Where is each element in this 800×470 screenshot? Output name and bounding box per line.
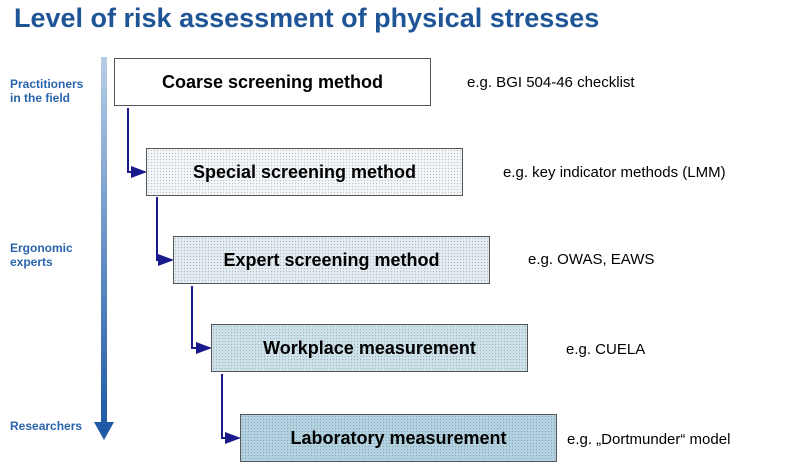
connector-4 <box>221 374 241 444</box>
method-box-workplace-measurement: Workplace measurement <box>211 324 528 372</box>
method-label: Expert screening method <box>223 249 440 270</box>
label-researchers: Researchers <box>10 419 83 433</box>
connector-2 <box>156 197 174 266</box>
method-box-special-screening: Special screening method <box>146 148 463 196</box>
example-special: e.g. key indicator methods (LMM) <box>503 164 726 181</box>
expertise-arrow-head <box>94 422 114 440</box>
label-practitioners: Practitioners in the field <box>10 77 84 105</box>
method-label: Special screening method <box>192 161 417 182</box>
method-box-expert-screening: Expert screening method <box>173 236 490 284</box>
example-workplace: e.g. CUELA <box>566 341 646 358</box>
connector-3 <box>191 286 212 354</box>
method-box-coarse-screening: Coarse screening method <box>114 58 431 106</box>
example-coarse: e.g. BGI 504-46 checklist <box>467 74 635 91</box>
method-label: Coarse screening method <box>161 71 384 92</box>
label-ergonomic-experts: Ergonomic experts <box>10 241 73 269</box>
example-expert: e.g. OWAS, EAWS <box>528 251 655 268</box>
method-label: Workplace measurement <box>263 337 476 358</box>
method-label: Laboratory measurement <box>290 427 507 448</box>
expertise-arrow-shaft <box>101 57 107 427</box>
page-title: Level of risk assessment of physical str… <box>14 3 600 33</box>
example-laboratory: e.g. „Dortmunder“ model <box>567 431 731 448</box>
connector-1 <box>127 108 147 178</box>
method-box-laboratory-measurement: Laboratory measurement <box>240 414 557 462</box>
